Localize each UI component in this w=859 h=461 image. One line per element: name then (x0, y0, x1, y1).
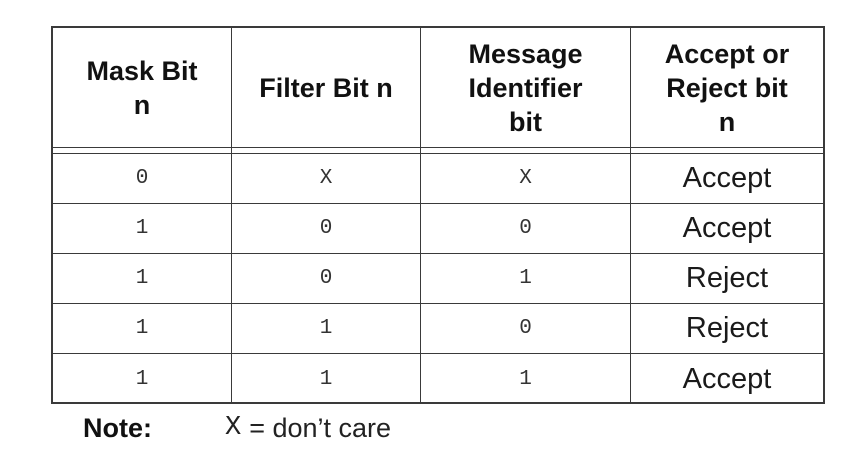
table-note: Note: X = don’t care (83, 408, 391, 448)
result-cell: Reject (685, 312, 769, 344)
message-bit-cell: 1 (421, 354, 631, 404)
note-label: Note: (83, 412, 152, 443)
result-cell: Accept (682, 362, 772, 395)
table-row: 1 0 0 Accept (53, 204, 823, 254)
filter-bit-cell: 1 (232, 354, 421, 404)
rule-spacer (53, 148, 232, 153)
message-bit-cell: 0 (421, 304, 631, 353)
message-bit-cell: 1 (421, 254, 631, 303)
header-row: Mask Bit n Filter Bit n Message Identifi… (53, 28, 823, 148)
filter-bit-cell: 1 (232, 304, 421, 353)
mask-bit-cell: 0 (53, 154, 232, 203)
header-double-rule (53, 148, 823, 154)
mask-bit-cell: 1 (53, 304, 232, 353)
mask-bit-cell: 1 (53, 204, 232, 253)
table-row: 1 0 1 Reject (53, 254, 823, 304)
rule-spacer (232, 148, 421, 153)
header-label-message-identifier-bit: Message Identifier bit (468, 38, 583, 137)
header-cell-message-identifier-bit: Message Identifier bit (421, 28, 631, 147)
result-cell: Accept (682, 162, 772, 194)
filter-bit-cell: X (232, 154, 421, 203)
result-cell: Reject (685, 262, 769, 294)
filter-bit-cell: 0 (232, 254, 421, 303)
table-row: 1 1 1 Accept (53, 354, 823, 404)
header-cell-accept-reject-bit: Accept or Reject bit n (631, 28, 823, 147)
header-cell-filter-bit: Filter Bit n (232, 28, 421, 147)
header-label-mask-bit: Mask Bit n (86, 55, 198, 120)
header-label-filter-bit: Filter Bit n (259, 72, 393, 103)
message-bit-cell: X (421, 154, 631, 203)
header-label-accept-reject-bit: Accept or Reject bit n (664, 38, 790, 137)
rule-spacer (631, 148, 823, 153)
rule-spacer (421, 148, 631, 153)
note-text: = don’t care (249, 412, 392, 443)
truth-table: Mask Bit n Filter Bit n Message Identifi… (51, 26, 825, 404)
note-symbol: X (225, 413, 242, 443)
filter-bit-cell: 0 (232, 204, 421, 253)
mask-bit-cell: 1 (53, 354, 232, 404)
table-row: 0 X X Accept (53, 154, 823, 204)
message-bit-cell: 0 (421, 204, 631, 253)
mask-bit-cell: 1 (53, 254, 232, 303)
table-row: 1 1 0 Reject (53, 304, 823, 354)
result-cell: Accept (682, 212, 772, 244)
header-cell-mask-bit: Mask Bit n (53, 28, 232, 147)
